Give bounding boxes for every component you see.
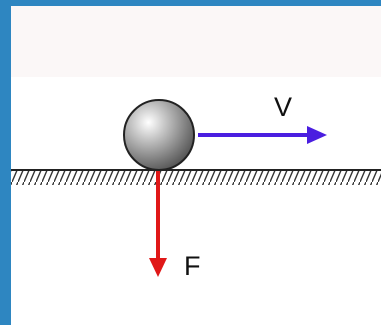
velocity-label: V (274, 92, 292, 122)
ball (123, 99, 195, 171)
ground (11, 169, 381, 185)
ground-hatch (11, 170, 381, 185)
force-label: F (184, 251, 201, 281)
force-arrow (149, 168, 167, 277)
velocity-arrow (198, 126, 327, 144)
top-band (11, 6, 381, 77)
diagram-panel (11, 6, 381, 325)
